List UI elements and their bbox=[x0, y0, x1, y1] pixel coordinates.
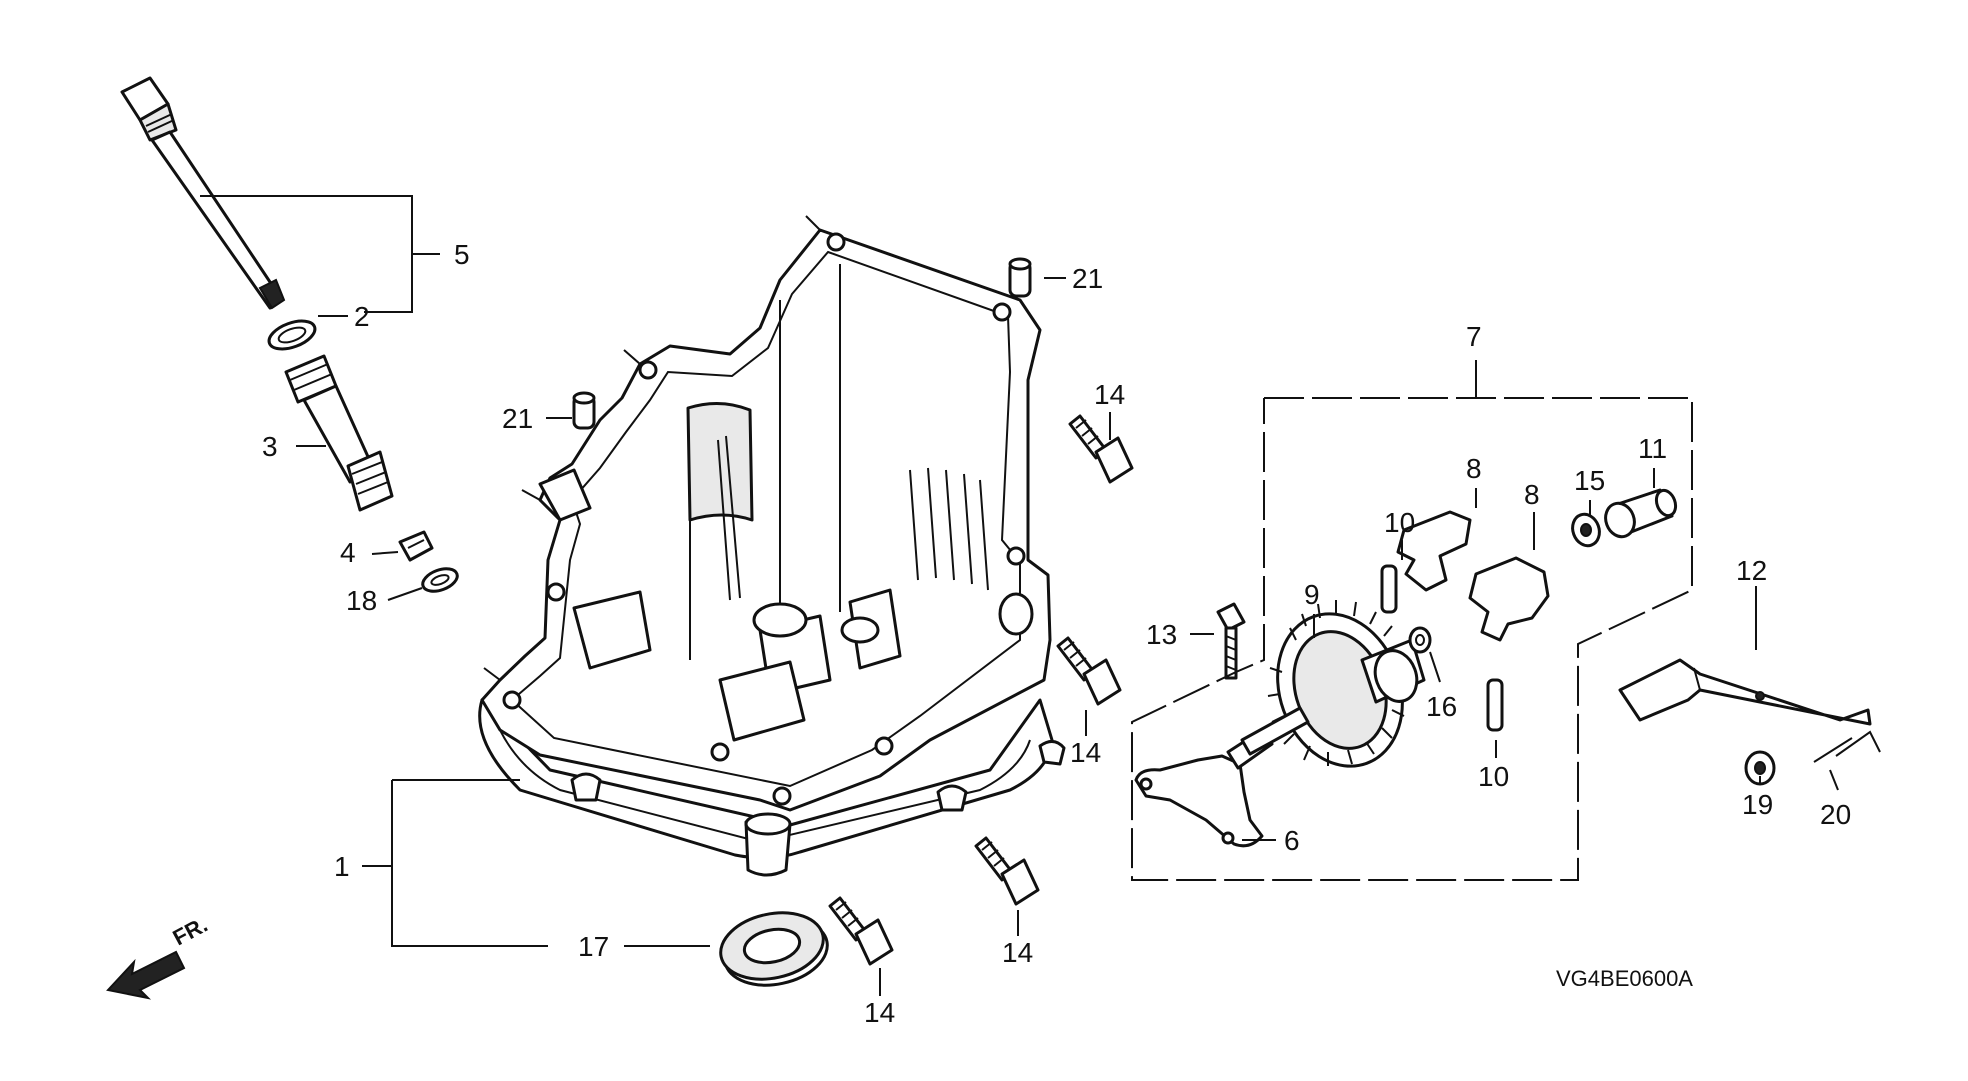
oil-dipstick bbox=[120, 76, 286, 310]
front-direction-label: FR. bbox=[169, 912, 212, 951]
governor-arm-part-12 bbox=[1618, 658, 1872, 726]
clip-part-20 bbox=[1813, 730, 1881, 763]
callout-21-left: 21 bbox=[502, 403, 533, 434]
callout-14-bottom-right: 14 bbox=[1002, 937, 1033, 968]
callout-4: 4 bbox=[340, 537, 356, 568]
callout-17: 17 bbox=[578, 931, 609, 962]
governor-gear-part-9 bbox=[1267, 600, 1426, 768]
oil-pan-part-1 bbox=[478, 215, 1066, 877]
callout-11: 11 bbox=[1638, 433, 1667, 464]
diagram-code: VG4BE0600A bbox=[1556, 966, 1693, 991]
callout-20: 20 bbox=[1820, 799, 1851, 830]
leader-lines bbox=[200, 195, 1839, 996]
callout-14-mid: 14 bbox=[1070, 737, 1101, 768]
bolt-part-14-c bbox=[974, 836, 1040, 906]
callout-labels: 5 2 3 4 18 21 21 14 14 14 14 1 17 7 8 8 … bbox=[262, 239, 1851, 1028]
callout-12: 12 bbox=[1736, 555, 1767, 586]
washer-part-16 bbox=[1408, 626, 1432, 654]
tube-clip-part-4 bbox=[398, 530, 434, 562]
bolt-part-14-a bbox=[1068, 414, 1134, 484]
governor-weight-part-8-b bbox=[1468, 556, 1550, 642]
callout-10-top: 10 bbox=[1384, 507, 1415, 538]
callout-13: 13 bbox=[1146, 619, 1177, 650]
callout-15: 15 bbox=[1574, 465, 1605, 496]
callout-2: 2 bbox=[354, 301, 370, 332]
callout-6: 6 bbox=[1284, 825, 1300, 856]
callout-3: 3 bbox=[262, 431, 278, 462]
governor-pin-shaft bbox=[1240, 706, 1310, 756]
o-ring-part-18 bbox=[421, 567, 459, 593]
governor-shaft-bolt-part-13 bbox=[1216, 602, 1246, 680]
dipstick-o-ring-part-2 bbox=[267, 319, 317, 351]
slider-part-11 bbox=[1604, 488, 1678, 539]
pin-part-10-a bbox=[1380, 564, 1398, 614]
callout-5: 5 bbox=[454, 239, 470, 270]
callout-18: 18 bbox=[346, 585, 377, 616]
oil-seal-part-17 bbox=[719, 911, 829, 987]
callout-7: 7 bbox=[1466, 321, 1482, 352]
callout-9: 9 bbox=[1304, 579, 1320, 610]
dowel-pin-part-21-b bbox=[572, 391, 596, 430]
washer-part-15 bbox=[1571, 512, 1601, 548]
dowel-pin-part-21-a bbox=[1008, 257, 1032, 298]
callout-16: 16 bbox=[1426, 691, 1457, 722]
governor-weight-part-8-a bbox=[1396, 510, 1472, 592]
bolt-part-14-b bbox=[1056, 636, 1122, 706]
callout-8-right: 8 bbox=[1524, 479, 1540, 510]
callout-1: 1 bbox=[334, 851, 350, 882]
callout-8-left: 8 bbox=[1466, 453, 1482, 484]
oil-filler-tube-part-3 bbox=[284, 354, 394, 512]
washer-part-19 bbox=[1744, 750, 1776, 786]
front-direction-arrow-icon: FR. bbox=[106, 912, 212, 1000]
callout-21-right: 21 bbox=[1072, 263, 1103, 294]
callout-19: 19 bbox=[1742, 789, 1773, 820]
bolt-part-14-d bbox=[828, 896, 894, 966]
pin-part-10-b bbox=[1486, 678, 1504, 732]
callout-10-bottom: 10 bbox=[1478, 761, 1509, 792]
callout-14-bottom-left: 14 bbox=[864, 997, 895, 1028]
callout-14-top: 14 bbox=[1094, 379, 1125, 410]
